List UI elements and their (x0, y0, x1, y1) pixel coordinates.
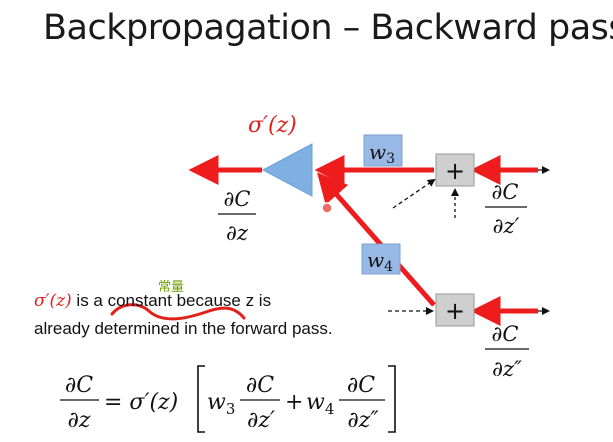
equation: ∂C ∂z = σ′(z) w3 ∂C ∂z′ + w4 ∂C ∂z″ (60, 365, 396, 433)
note-red-term: σ′(z) (34, 291, 72, 311)
weight-label-w4: w4 (367, 248, 393, 275)
handwritten-underline (110, 303, 246, 321)
eq-w3-sub: 3 (226, 400, 236, 418)
w4-w: w (367, 248, 384, 272)
activation-derivative-label: σ′(z) (248, 113, 297, 138)
slide-title: Backpropagation – Backward pass (43, 8, 613, 48)
eq-left-bracket (197, 365, 205, 433)
adder-symbol-top: + (445, 157, 465, 185)
weight-label-w3: w3 (369, 140, 395, 167)
eq-lhs-denominator: ∂z (68, 408, 91, 433)
w3-w: w (369, 140, 386, 164)
neuron-triangle (261, 143, 313, 197)
grad-out-numerator: ∂C (224, 187, 251, 211)
grad-arrow-bottom-to-neuron (317, 172, 436, 307)
grad-in1-denominator: ∂z′ (493, 214, 520, 238)
adder-symbol-bottom: + (445, 297, 465, 325)
eq-right-bracket (388, 365, 396, 433)
w4-sub: 4 (384, 259, 393, 275)
handwritten-annotation: 常量 (158, 280, 185, 295)
w3-sub: 3 (386, 151, 395, 167)
eq-equals-sigma: = σ′(z) (104, 390, 178, 415)
eq-w3-w: w (207, 390, 226, 415)
eq-w4-sub: 4 (325, 400, 335, 418)
eq-w3: w3 (207, 390, 235, 418)
eq-frac2-numerator: ∂C (347, 373, 375, 398)
note-line-1-rest: is a constant because z is (71, 291, 272, 310)
grad-out-denominator: ∂z (226, 221, 249, 245)
eq-w4-w: w (306, 390, 325, 415)
grad-in2-denominator: ∂z″ (492, 357, 522, 381)
eq-frac1-denominator: ∂z′ (247, 408, 275, 433)
eq-plus: + (285, 390, 303, 415)
eq-frac2-denominator: ∂z″ (347, 408, 379, 433)
grad-in2-numerator: ∂C (492, 322, 519, 346)
grad-in1-numerator: ∂C (492, 180, 519, 204)
eq-lhs-numerator: ∂C (65, 373, 93, 398)
cursor-dot (321, 202, 333, 214)
dashed-input-top-diag (392, 178, 436, 209)
weight-box-w4 (361, 243, 401, 275)
adder-box-top (435, 153, 475, 187)
note-line-2: already determined in the forward pass. (34, 319, 333, 338)
adder-box-bottom (435, 293, 475, 327)
eq-w4: w4 (306, 390, 334, 418)
eq-frac1-numerator: ∂C (246, 373, 274, 398)
note-line-1: σ′(z) is a constant because z is (34, 291, 271, 311)
weight-box-w3 (363, 134, 403, 167)
